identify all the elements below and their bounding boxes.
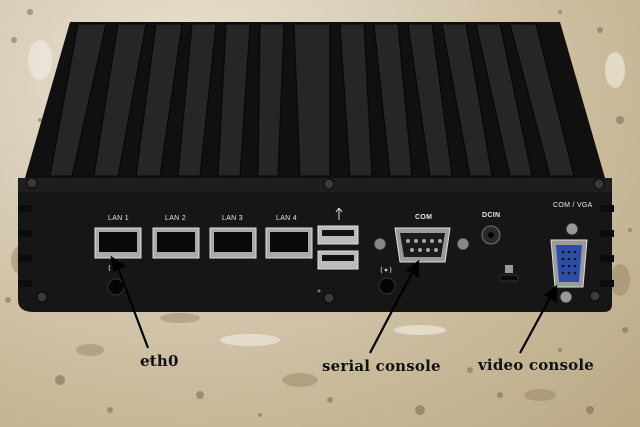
lan-port-2[interactable] (152, 227, 200, 259)
label-lan2: LAN 2 (165, 215, 186, 222)
arrow-serial (369, 270, 414, 354)
kensington-lock-icon (499, 265, 519, 282)
annotation-serial-console: serial console (322, 357, 441, 375)
status-led (317, 289, 321, 293)
vga-port[interactable] (550, 222, 588, 304)
label-com: COM (415, 214, 433, 221)
label-lan3: LAN 3 (222, 215, 243, 222)
com-serial-port[interactable] (373, 227, 470, 263)
usb-icon (335, 207, 343, 220)
heatsink-fins (49, 23, 575, 177)
lan-port-3[interactable] (209, 227, 257, 259)
power-button-left[interactable] (107, 278, 125, 296)
arrow-video (519, 295, 552, 354)
label-lan1: LAN 1 (108, 215, 129, 222)
usb-port-top[interactable] (317, 225, 359, 245)
annotation-eth0: eth0 (140, 352, 179, 370)
dc-in-jack[interactable] (481, 225, 501, 245)
annotation-video-console: video console (478, 356, 595, 374)
lan-port-4[interactable] (265, 227, 313, 259)
label-dcin: DCIN (482, 212, 501, 219)
lan-port-1[interactable] (94, 227, 142, 259)
power-button-right[interactable] (378, 277, 396, 295)
arrow-eth0 (116, 267, 150, 349)
label-com-vga: COM / VGA (553, 202, 593, 209)
usb-port-bottom[interactable] (317, 250, 359, 270)
label-lan4: LAN 4 (276, 215, 297, 222)
